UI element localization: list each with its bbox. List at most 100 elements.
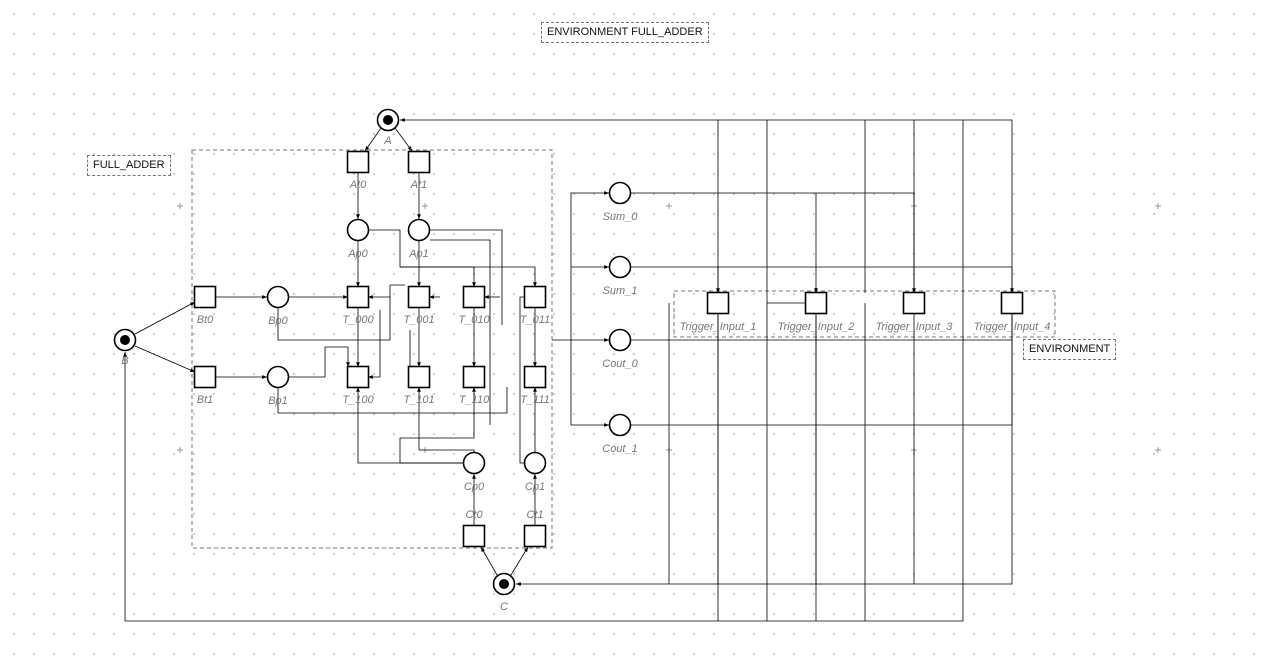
place-bp0[interactable]: Bp0 — [266, 285, 290, 328]
transition-box[interactable] — [902, 291, 926, 315]
place-a[interactable]: A — [376, 108, 400, 148]
place-circle[interactable] — [346, 218, 370, 242]
cp1-label: Cp1 — [525, 481, 545, 493]
transition-box[interactable] — [1000, 291, 1024, 315]
place-cout-1[interactable]: Cout_1 — [602, 413, 638, 456]
place-b[interactable]: B — [113, 328, 137, 368]
transition-box[interactable] — [407, 365, 431, 389]
transition-ct0[interactable]: Ct0 — [462, 509, 486, 548]
token — [383, 115, 393, 125]
transition-box[interactable] — [523, 365, 547, 389]
place-circle[interactable] — [608, 328, 632, 352]
place-bp1[interactable]: Bp1 — [266, 365, 290, 408]
transition-box[interactable] — [462, 285, 486, 309]
place-cp1[interactable]: Cp1 — [523, 451, 547, 494]
place-circle[interactable] — [266, 365, 290, 389]
place-circle[interactable] — [608, 181, 632, 205]
arc-A-At0 — [364, 127, 382, 152]
transition-t-110[interactable]: T_110 — [459, 365, 490, 407]
place-circle[interactable] — [608, 255, 632, 279]
b-label: B — [121, 355, 128, 367]
arcs — [123, 118, 1014, 622]
arc-T4-C — [516, 313, 1013, 586]
transition-ct1[interactable]: Ct1 — [523, 509, 547, 548]
t-000-label: T_000 — [342, 314, 374, 326]
place-sum-0[interactable]: Sum_0 — [603, 181, 639, 224]
transition-box[interactable] — [193, 285, 217, 309]
t-010-label: T_010 — [458, 314, 490, 326]
place-c[interactable]: C — [492, 572, 516, 614]
place-cp0[interactable]: Cp0 — [462, 451, 486, 494]
arc-A-At1 — [394, 127, 413, 152]
environment-boundary — [673, 290, 1056, 338]
transition-t-001[interactable]: T_001 — [403, 285, 435, 327]
transition-box[interactable] — [462, 524, 486, 548]
transition-box[interactable] — [407, 150, 431, 174]
cross-marker — [1155, 203, 1161, 209]
transition-trigger-input-2[interactable]: Trigger_Input_2 — [778, 291, 855, 334]
at1-label: At1 — [410, 179, 428, 191]
c-label: C — [500, 601, 508, 613]
transition-at0[interactable]: At0 — [346, 150, 370, 192]
ct1-label: Ct1 — [526, 509, 543, 521]
place-circle[interactable] — [407, 218, 431, 242]
transition-t-010[interactable]: T_010 — [458, 285, 490, 327]
sum-0-label: Sum_0 — [603, 211, 639, 223]
transition-box[interactable] — [462, 365, 486, 389]
trigger-input-2-label: Trigger_Input_2 — [778, 321, 855, 333]
place-ap0[interactable]: Ap0 — [346, 218, 370, 261]
transition-box[interactable] — [193, 365, 217, 389]
transition-t-101[interactable]: T_101 — [403, 365, 435, 407]
arc-B-Bt1 — [134, 345, 196, 373]
place-circle[interactable] — [462, 451, 486, 475]
full-adder-tag[interactable]: FULL_ADDER — [87, 155, 171, 176]
transition-box[interactable] — [346, 285, 370, 309]
place-circle[interactable] — [523, 451, 547, 475]
sum-1-label: Sum_1 — [603, 285, 638, 297]
transition-box[interactable] — [804, 291, 828, 315]
environment-tag[interactable]: ENVIRONMENT — [1023, 339, 1117, 360]
environment-full-adder-tag[interactable]: ENVIRONMENT FULL_ADDER — [541, 22, 709, 43]
place-circle[interactable] — [266, 285, 290, 309]
transition-box[interactable] — [523, 524, 547, 548]
transition-t-111[interactable]: T_111 — [520, 365, 550, 407]
t-011-label: T_011 — [520, 314, 550, 326]
transition-t-000[interactable]: T_000 — [342, 285, 374, 327]
arc-Bp1-bus — [277, 387, 508, 414]
arc-Cp0-T101 — [417, 387, 475, 452]
transition-t-011[interactable]: T_011 — [520, 285, 550, 327]
arc-Sum1-T1 — [631, 266, 720, 293]
arc-Ap0-T011 — [369, 229, 537, 287]
transition-box[interactable] — [706, 291, 730, 315]
arc-C-Ct1 — [510, 546, 529, 576]
transition-t-100[interactable]: T_100 — [342, 365, 374, 407]
transition-bt1[interactable]: Bt1 — [193, 365, 217, 407]
arc-Sum0-T3 — [631, 192, 916, 293]
transition-box[interactable] — [346, 150, 370, 174]
transition-at1[interactable]: At1 — [407, 150, 431, 192]
arc-T4-B — [123, 303, 964, 622]
arc-out-Sum0 — [552, 191, 609, 341]
transition-trigger-input-4[interactable]: Trigger_Input_4 — [974, 291, 1051, 334]
cross-marker — [177, 203, 183, 209]
place-ap1[interactable]: Ap1 — [407, 218, 431, 261]
arc-Ap1-bus2 — [430, 239, 491, 425]
place-sum-1[interactable]: Sum_1 — [603, 255, 638, 298]
transition-box[interactable] — [523, 285, 547, 309]
place-circle[interactable] — [608, 413, 632, 437]
transition-box[interactable] — [346, 365, 370, 389]
arc-Bp1-T100 — [289, 346, 350, 378]
transition-trigger-input-1[interactable]: Trigger_Input_1 — [680, 291, 757, 334]
trigger-input-4-label: Trigger_Input_4 — [974, 321, 1051, 333]
transition-trigger-input-3[interactable]: Trigger_Input_3 — [876, 291, 954, 334]
transition-bt0[interactable]: Bt0 — [193, 285, 217, 327]
token — [499, 579, 509, 589]
full-adder-boundary — [191, 149, 553, 549]
bt1-label: Bt1 — [197, 394, 214, 406]
transition-box[interactable] — [407, 285, 431, 309]
t-001-label: T_001 — [403, 314, 434, 326]
token — [120, 335, 130, 345]
place-cout-0[interactable]: Cout_0 — [602, 328, 639, 371]
